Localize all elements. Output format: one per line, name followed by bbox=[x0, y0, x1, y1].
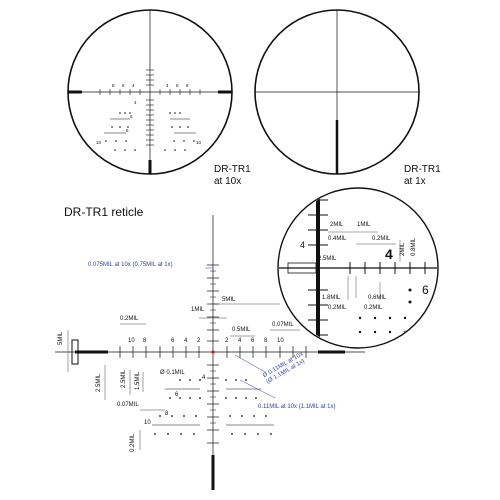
hash-num-left-6: 6 bbox=[171, 338, 175, 344]
hash-num-below-8: 8 bbox=[165, 411, 169, 417]
inset-numeral-6: 6 bbox=[422, 283, 429, 297]
dim-05mil: 0.5MIL bbox=[232, 327, 251, 333]
svg-text:4: 4 bbox=[132, 83, 135, 88]
inset-dim-k: 0.2MIL bbox=[364, 305, 383, 311]
scope-1x-caption: DR-TR1 at 1x bbox=[404, 164, 441, 187]
dim-15mil: 1.5MIL bbox=[135, 371, 141, 390]
inset-numeral-4: 4 bbox=[385, 246, 393, 262]
inset-dim-h: 1.8MIL bbox=[322, 295, 341, 301]
dim-5mil-vertical: 5MIL bbox=[58, 331, 64, 345]
hash-num-left-10: 10 bbox=[128, 338, 135, 344]
svg-text:10: 10 bbox=[196, 140, 202, 145]
inset-dim-e: 2MIL bbox=[400, 242, 406, 256]
svg-text:8: 8 bbox=[126, 128, 129, 133]
dim-01mil: Ø 0.1MIL bbox=[160, 370, 185, 376]
hash-num-right-4: 4 bbox=[238, 338, 242, 344]
hash-num-left-2: 2 bbox=[197, 338, 201, 344]
scope-1x-name: DR-TR1 bbox=[404, 164, 441, 175]
callout-blue-top: 0.075MIL at 10x (0.75MIL at 1x) bbox=[88, 262, 173, 268]
dim-25mil-left: 2.5MIL bbox=[96, 373, 102, 392]
inset-dim-b: 1MIL bbox=[357, 222, 371, 228]
hash-num-below-10: 10 bbox=[144, 420, 151, 426]
scope-10x-mag: at 10x bbox=[214, 175, 242, 187]
svg-text:6: 6 bbox=[176, 83, 179, 88]
svg-text:8: 8 bbox=[112, 83, 115, 88]
detailed-reticle bbox=[55, 215, 365, 490]
dim-25mil-mid: 2.5MIL bbox=[121, 369, 127, 388]
svg-text:8: 8 bbox=[186, 83, 189, 88]
svg-text:6: 6 bbox=[122, 83, 125, 88]
inset-dim-c: 0.4MIL bbox=[328, 236, 347, 242]
scope-10x-caption: DR-TR1 at 10x bbox=[214, 164, 251, 187]
svg-text:10: 10 bbox=[96, 140, 102, 145]
hash-num-left-8: 8 bbox=[143, 338, 147, 344]
center-dot bbox=[211, 350, 215, 354]
hash-num-below-6: 6 bbox=[175, 392, 179, 398]
inset-numeral-4-left: 4 bbox=[300, 240, 306, 250]
dim-02mil-left: 0.2MIL bbox=[120, 316, 139, 322]
svg-text:4: 4 bbox=[166, 83, 169, 88]
dim-007mil-right: 0.07MIL bbox=[272, 322, 294, 328]
dim-5mil: 5MIL bbox=[222, 297, 236, 303]
dim-1mil: 1MIL bbox=[191, 307, 205, 313]
section-title: DR-TR1 reticle bbox=[64, 205, 144, 219]
hash-num-left-4: 4 bbox=[184, 338, 188, 344]
scope-10x-name: DR-TR1 bbox=[214, 164, 251, 175]
inset-dim-g: 0.8MIL bbox=[411, 237, 417, 256]
inset-dim-i: 0.6MIL bbox=[368, 295, 387, 301]
inset-dim-a: 2MIL bbox=[330, 222, 344, 228]
hash-num-below-4: 4 bbox=[202, 375, 206, 381]
hash-num-right-10: 10 bbox=[277, 338, 284, 344]
svg-text:6: 6 bbox=[130, 114, 133, 119]
hash-num-right-6: 6 bbox=[251, 338, 255, 344]
callout-blue-bottom: 0.11MIL at 10x (1.1MIL at 1x) bbox=[258, 404, 336, 410]
inset-dim-j: 0.2MIL bbox=[328, 305, 347, 311]
hash-num-right-8: 8 bbox=[264, 338, 268, 344]
inset-dim-d: 0.2MIL bbox=[372, 236, 391, 242]
dim-007mil-bottom: 0.07MIL bbox=[117, 402, 139, 408]
dim-02mil-bottom: 0.2MIL bbox=[130, 433, 136, 452]
hash-num-right-2: 2 bbox=[225, 338, 229, 344]
magnified-inset bbox=[277, 187, 439, 349]
inset-dim-f: 2.5MIL bbox=[318, 256, 337, 262]
svg-text:4: 4 bbox=[134, 100, 137, 105]
scope-1x-mag: at 1x bbox=[404, 175, 426, 187]
